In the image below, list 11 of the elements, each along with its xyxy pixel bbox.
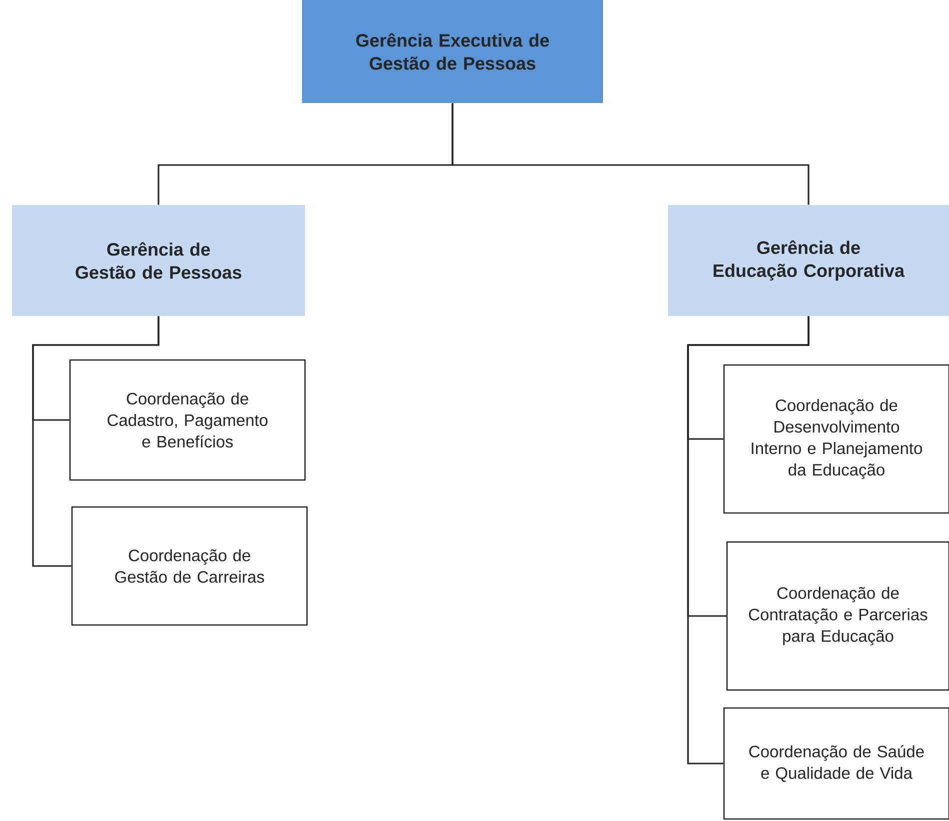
coordination-box: Coordenação de Saúde e Qualidade de Vida: [723, 707, 949, 820]
connector-line: [687, 316, 810, 764]
manager-box: Gerência de Educação Corporativa: [668, 205, 949, 316]
connector-line: [32, 316, 160, 567]
connector-line: [452, 103, 810, 205]
coordination-box: Coordenação de Desenvolvimento Interno e Planejamento da Educação: [723, 364, 949, 514]
executive-box: Gerência Executiva de Gestão de Pessoas: [302, 0, 603, 103]
coordination-box: Coordenação de Contratação e Parcerias para Educação: [726, 541, 949, 691]
coordination-box: Coordenação de Cadastro, Pagamento e Benefícios: [69, 359, 306, 481]
manager-box: Gerência de Gestão de Pessoas: [12, 205, 305, 316]
coordination-box: Coordenação de Gestão de Carreiras: [71, 506, 308, 626]
